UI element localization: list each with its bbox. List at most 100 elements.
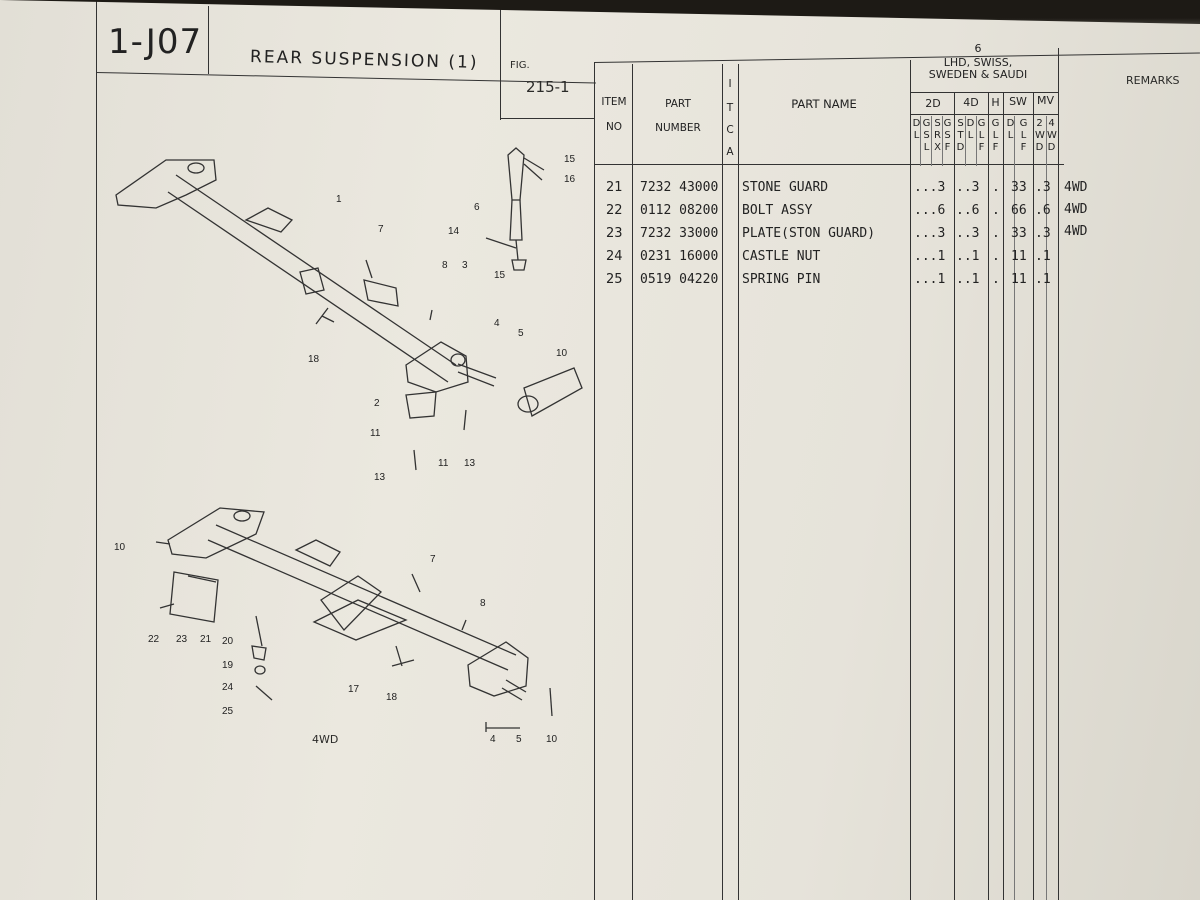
callout-number: 11 bbox=[370, 428, 381, 439]
cell-mv: .3 bbox=[1035, 226, 1051, 241]
cell-remark: 4WD bbox=[1064, 180, 1088, 195]
cell-d4: ..1 bbox=[956, 272, 980, 287]
cell-pn: 7232 43000 bbox=[640, 180, 719, 195]
diagram-caption: 4WD bbox=[312, 733, 339, 746]
cell-d2: ...1 bbox=[914, 272, 946, 287]
callout-number: 7 bbox=[430, 554, 436, 565]
shock-hardware bbox=[523, 157, 545, 181]
sub-column-letter: F bbox=[992, 142, 999, 153]
hdr-remarks: REMARKS bbox=[1126, 74, 1180, 87]
sub-column-letter: D bbox=[912, 118, 921, 129]
callout-number: 21 bbox=[200, 634, 212, 645]
callout-number: 18 bbox=[386, 692, 398, 703]
sub-column-letter: 4 bbox=[1048, 118, 1055, 129]
mount-bracket-left bbox=[115, 159, 217, 209]
group-subrule bbox=[910, 92, 1058, 94]
col-line-mv-inner bbox=[1046, 116, 1048, 900]
bolt-7 bbox=[365, 259, 373, 279]
callout-number: 20 bbox=[222, 636, 234, 647]
sub-column-letter: W bbox=[1047, 130, 1057, 141]
cell-name: STONE GUARD bbox=[742, 180, 829, 195]
callout-number: 16 bbox=[564, 174, 576, 185]
sub-column-letter: D bbox=[956, 142, 965, 153]
hdr-no: NO bbox=[605, 121, 623, 133]
cell-sw: 11 bbox=[1011, 272, 1027, 287]
hdr-itca-t: T bbox=[726, 102, 734, 114]
mount-bracket-right bbox=[405, 341, 469, 393]
callout-number: 13 bbox=[374, 472, 386, 483]
link-bushing bbox=[517, 395, 539, 413]
sub-column-letter: S bbox=[923, 130, 930, 141]
sub-column-letter: L bbox=[978, 130, 985, 141]
hdr-part-name: PART NAME bbox=[791, 97, 857, 111]
col-line-itca-l bbox=[722, 64, 724, 900]
callout-number: 6 bbox=[474, 202, 480, 213]
cell-d2: ...6 bbox=[914, 203, 946, 218]
cell-h: . bbox=[992, 226, 1000, 241]
pivot-bolt-bottom bbox=[501, 679, 527, 701]
col-line-itca-r bbox=[738, 64, 740, 900]
link-arm bbox=[523, 367, 583, 417]
sub-column-letter: L bbox=[967, 130, 974, 141]
callout-number: 24 bbox=[222, 682, 234, 693]
sub-column-letter: F bbox=[944, 142, 951, 153]
callout-number: 15 bbox=[564, 154, 576, 165]
spring-pin-25 bbox=[255, 685, 273, 701]
col-line-remarks bbox=[1058, 48, 1060, 900]
cell-mv: .1 bbox=[1035, 249, 1051, 264]
col-line-2d bbox=[954, 92, 956, 900]
sub-column-letter: G bbox=[922, 118, 931, 129]
callout-number: 23 bbox=[176, 634, 188, 645]
bracket-hole-right bbox=[450, 353, 466, 367]
callout-number: 8 bbox=[480, 598, 486, 609]
axle-tube-bottom bbox=[207, 524, 517, 671]
bolt-22 bbox=[159, 603, 175, 609]
sub-column-letter: X bbox=[934, 142, 941, 153]
shock-top bbox=[507, 147, 525, 201]
nut-8 bbox=[429, 309, 433, 321]
callout-number: 19 bbox=[222, 660, 234, 671]
sub-column-letter: W bbox=[1035, 130, 1045, 141]
lower-bracket bbox=[299, 267, 325, 295]
page-title: REAR SUSPENSION (1) bbox=[249, 47, 479, 73]
cell-d4: ..1 bbox=[956, 249, 980, 264]
col-line-item bbox=[594, 62, 596, 900]
shock-bolt bbox=[485, 237, 517, 249]
pivot-bolt bbox=[457, 363, 497, 387]
header-bottom-rule bbox=[95, 72, 596, 84]
hdr-h: H bbox=[991, 96, 1000, 109]
callout-number: 22 bbox=[148, 634, 160, 645]
shock-eye bbox=[511, 239, 527, 271]
callout-number: 10 bbox=[546, 734, 558, 745]
cell-item: 22 bbox=[606, 203, 623, 218]
left-border bbox=[96, 0, 98, 900]
cell-h: . bbox=[992, 180, 1000, 195]
fig-label: FIG. bbox=[510, 60, 530, 71]
axle-tube-top bbox=[167, 174, 457, 383]
cell-item: 21 bbox=[606, 180, 623, 195]
cell-name: BOLT ASSY bbox=[742, 203, 813, 218]
shock-body bbox=[509, 199, 523, 241]
stone-guard-plate bbox=[169, 571, 219, 623]
cell-item: 23 bbox=[606, 226, 623, 241]
callout-number: 2 bbox=[374, 398, 380, 409]
callout-number: 18 bbox=[308, 354, 320, 365]
cell-name: SPRING PIN bbox=[742, 272, 821, 287]
sub-column-letter: L bbox=[992, 130, 999, 141]
bracket-hole bbox=[187, 162, 205, 174]
sub-column-letter: L bbox=[1007, 130, 1014, 141]
cell-remark: 4WD bbox=[1064, 202, 1088, 217]
header-divider-1 bbox=[208, 6, 210, 74]
sub-col-d bbox=[965, 116, 967, 166]
arm-plate bbox=[312, 599, 408, 641]
sub-column-letter: 2 bbox=[1036, 118, 1043, 129]
sub-column-letter: D bbox=[1047, 142, 1056, 153]
callout-number: 3 bbox=[462, 260, 468, 271]
sub-column-letter: G bbox=[1019, 118, 1028, 129]
group-subrule-2 bbox=[910, 114, 1058, 116]
cell-sw: 33 bbox=[1011, 180, 1027, 195]
sub-column-letter: S bbox=[934, 118, 941, 129]
sub-column-letter: S bbox=[944, 130, 951, 141]
mount-bracket-bottom-right bbox=[467, 641, 529, 697]
